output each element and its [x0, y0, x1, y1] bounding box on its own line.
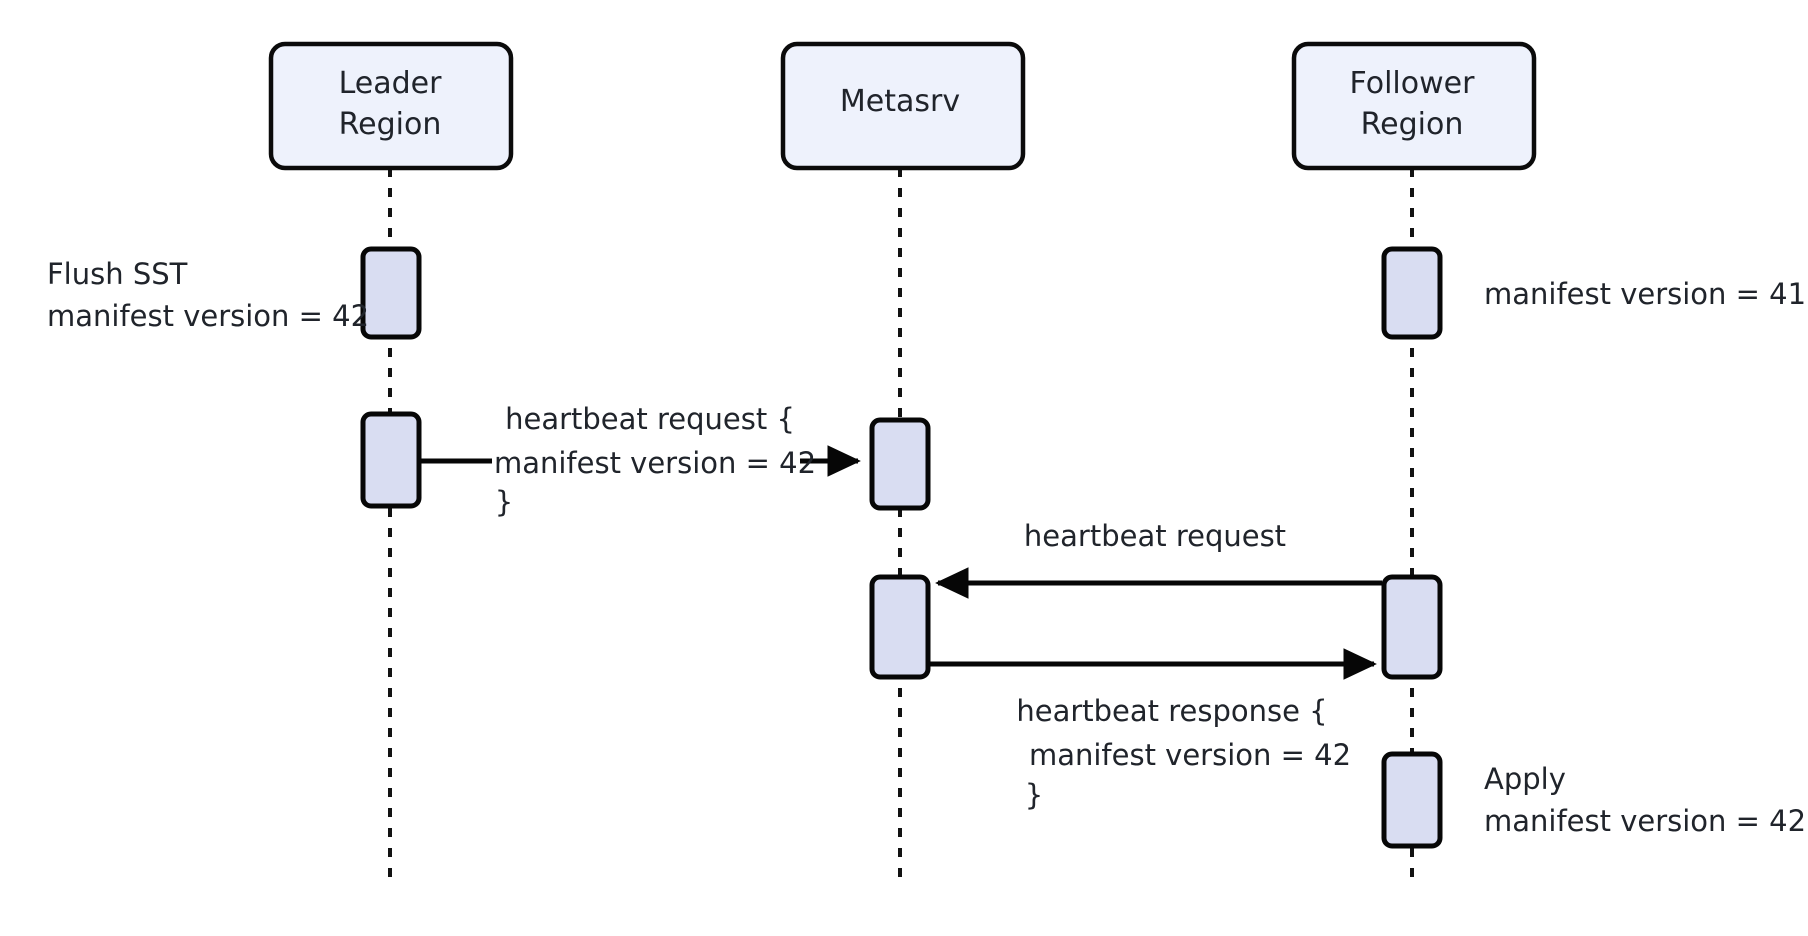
- message-label-heartbeat-response-metasrv-line3: }: [1025, 778, 1043, 812]
- participant-label-follower-line2: Region: [1361, 107, 1464, 142]
- participant-label-leader-line2: Region: [339, 107, 442, 142]
- note-follower-version-line1: manifest version = 41: [1484, 277, 1806, 311]
- participant-label-metasrv-line1: Metasrv: [840, 84, 960, 119]
- participant-metasrv[interactable]: Metasrv: [780, 41, 1026, 171]
- participant-box-follower[interactable]: [1291, 41, 1537, 171]
- activation-follower-version[interactable]: [1381, 246, 1443, 340]
- note-apply-line2: manifest version = 42: [1484, 804, 1806, 838]
- message-label-heartbeat-response-metasrv-line2: manifest version = 42: [1029, 738, 1351, 772]
- activations: [360, 246, 1443, 849]
- note-follower-version: manifest version = 41: [1484, 277, 1806, 311]
- message-heartbeat-response-metasrv[interactable]: heartbeat response { manifest version = …: [930, 648, 1377, 812]
- activation-leader-heartbeat[interactable]: [360, 411, 422, 509]
- message-label-heartbeat-response-metasrv-line1: heartbeat response {: [1016, 694, 1327, 728]
- note-flush-sst-line2: manifest version = 42: [47, 299, 369, 333]
- message-label-heartbeat-request-leader-line2: manifest version = 42: [494, 446, 816, 480]
- participant-leader[interactable]: Leader Region: [268, 41, 514, 171]
- message-label-heartbeat-request-follower: heartbeat request: [1024, 519, 1286, 553]
- participant-box-leader[interactable]: [268, 41, 514, 171]
- message-heartbeat-request-leader[interactable]: heartbeat request { manifest version = 4…: [421, 402, 861, 519]
- activation-metasrv-exchange[interactable]: [869, 574, 931, 680]
- participant-label-follower-line1: Follower: [1350, 66, 1476, 101]
- note-apply-line1: Apply: [1484, 762, 1566, 796]
- message-label-heartbeat-request-leader-line3: }: [495, 485, 513, 519]
- activation-follower-exchange[interactable]: [1381, 574, 1443, 680]
- participant-box-metasrv[interactable]: [780, 41, 1026, 171]
- note-flush-sst: Flush SST manifest version = 42: [47, 257, 369, 333]
- participant-follower[interactable]: Follower Region: [1291, 41, 1537, 171]
- note-flush-sst-line1: Flush SST: [47, 257, 188, 291]
- activation-metasrv-heartbeat[interactable]: [869, 417, 931, 511]
- message-label-heartbeat-request-leader-line1: heartbeat request {: [505, 402, 795, 436]
- activation-follower-apply[interactable]: [1381, 751, 1443, 849]
- activation-leader-flush[interactable]: [360, 246, 422, 340]
- message-heartbeat-request-follower[interactable]: heartbeat request: [935, 519, 1382, 599]
- participant-label-leader-line1: Leader: [339, 66, 443, 101]
- note-apply: Apply manifest version = 42: [1484, 762, 1806, 838]
